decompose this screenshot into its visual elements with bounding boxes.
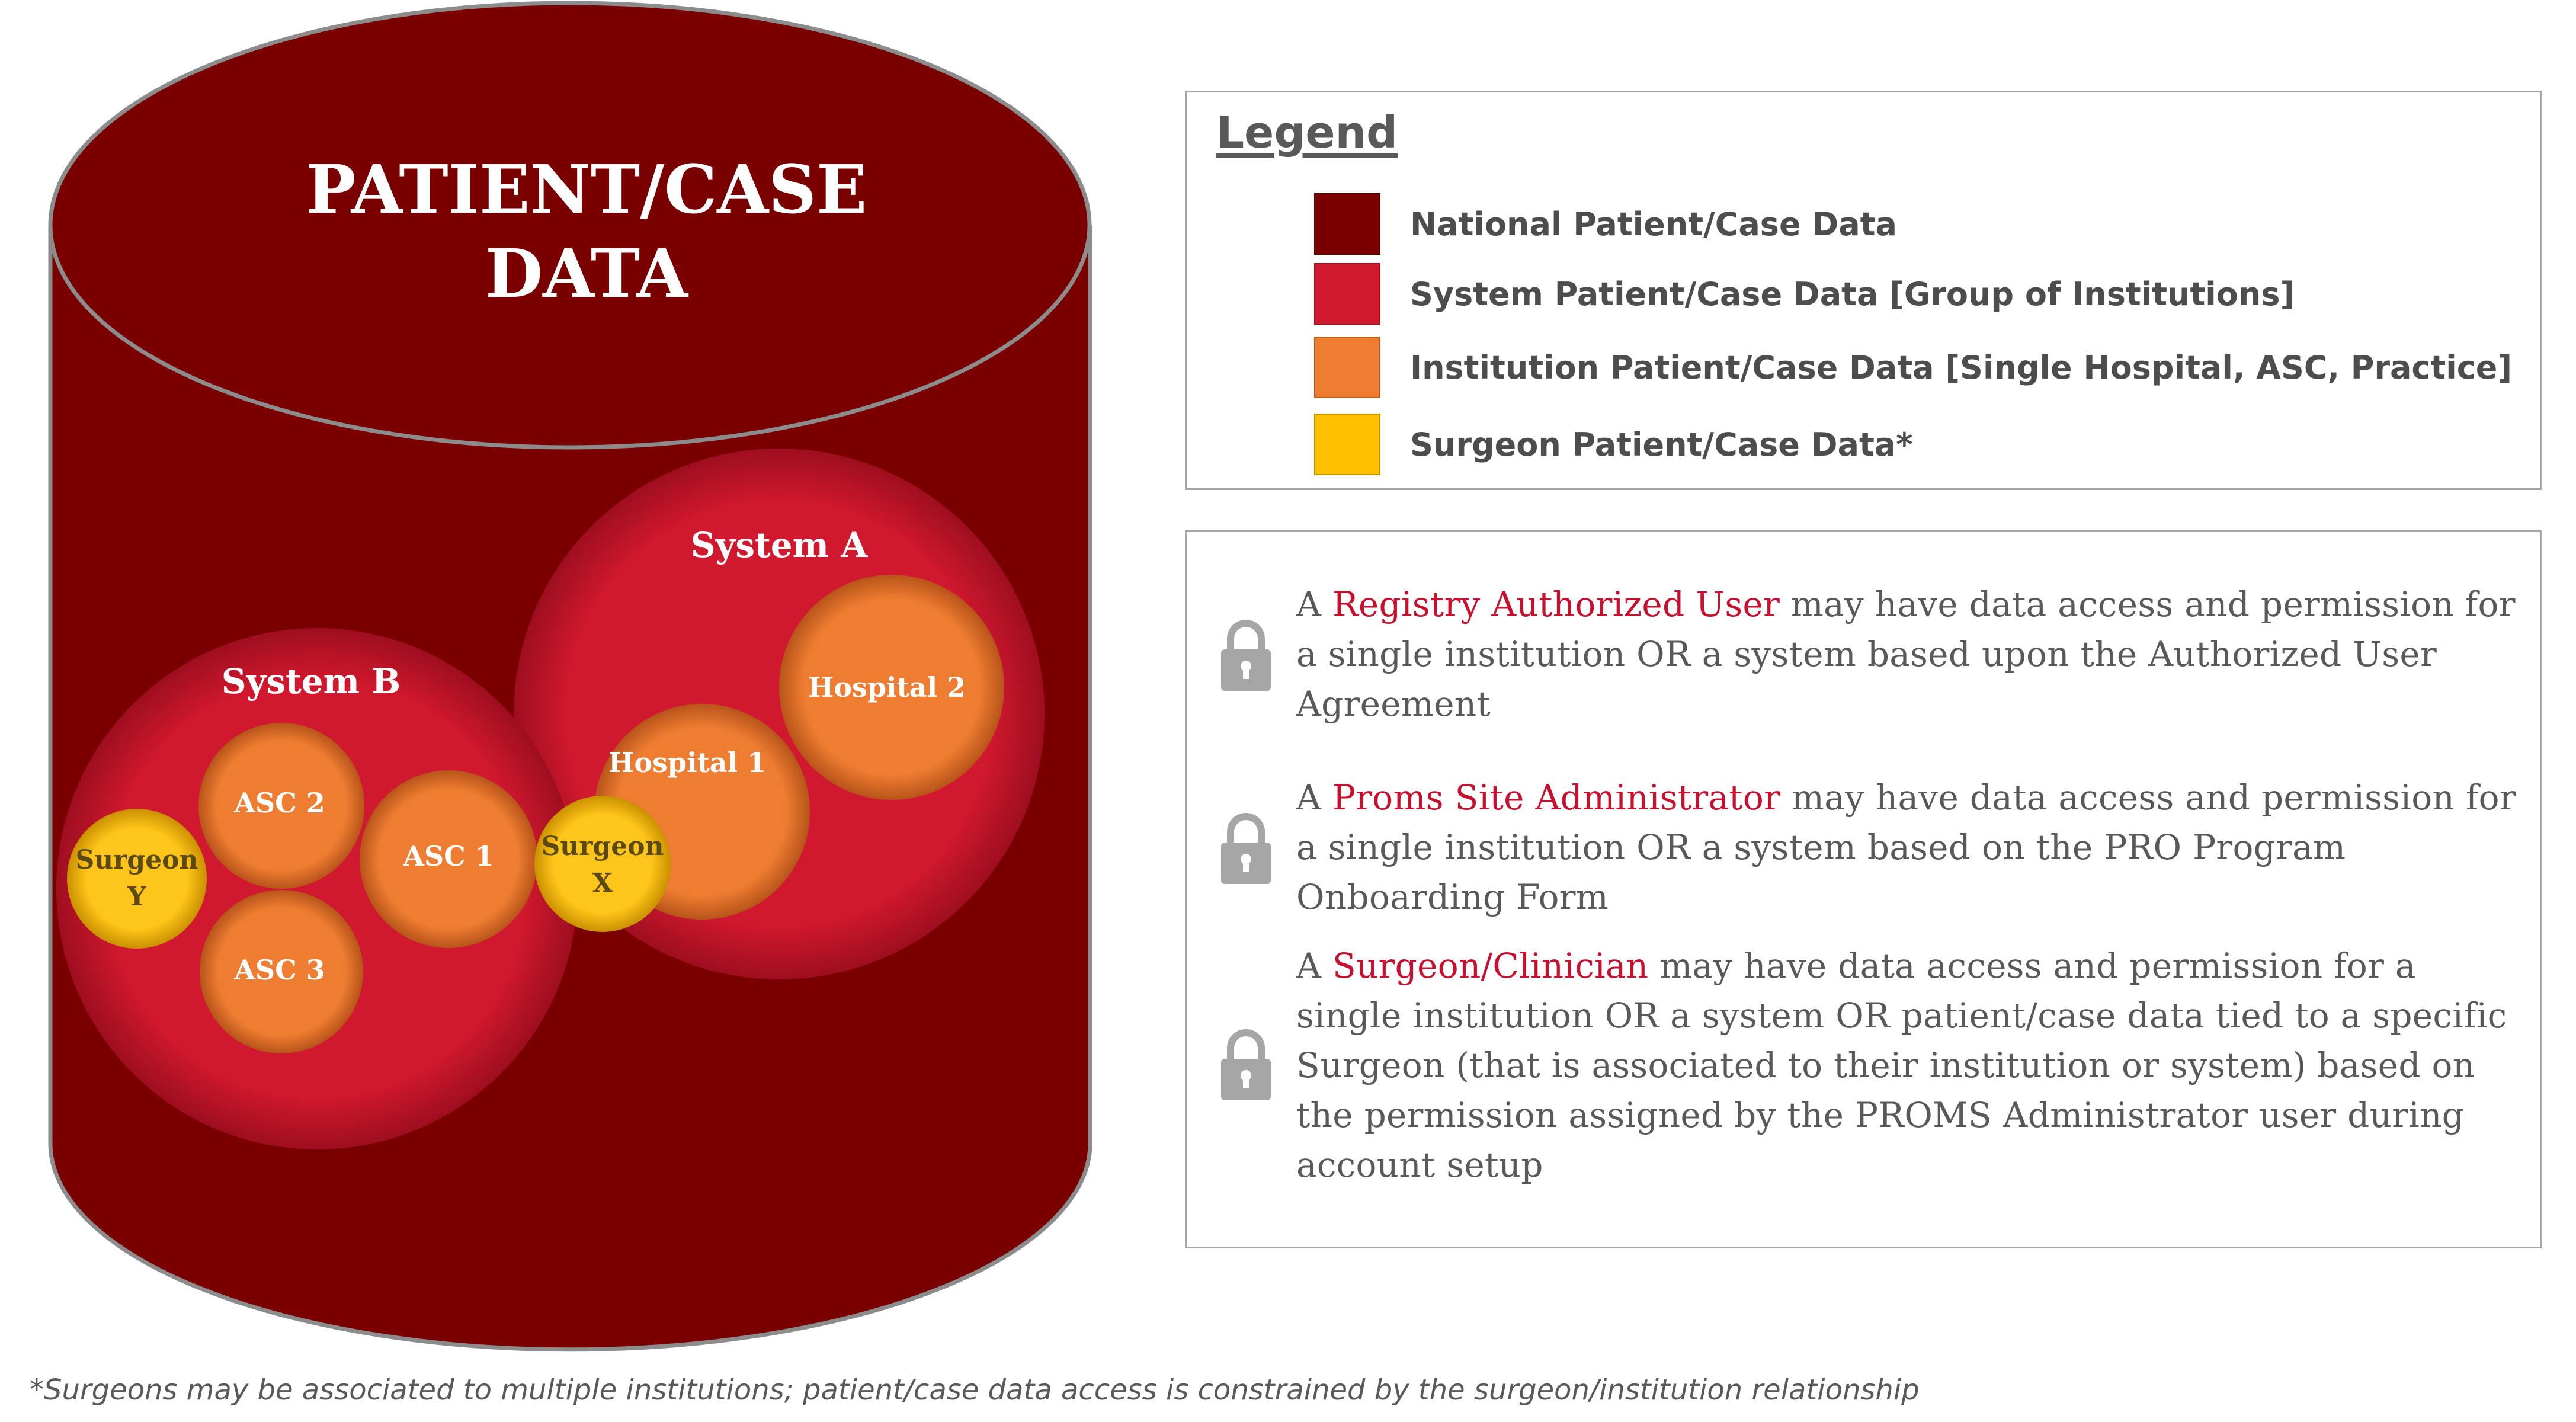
legend-label-national: National Patient/Case Data — [1410, 205, 1897, 243]
legend-label-institution: Institution Patient/Case Data [Single Ho… — [1410, 348, 2513, 386]
legend-swatch-institution — [1314, 337, 1380, 398]
permission-text: A Registry Authorized User may have data… — [1296, 579, 2526, 729]
hospital-2-circle — [779, 575, 1004, 800]
legend-item-surgeon: Surgeon Patient/Case Data* — [1314, 414, 1912, 475]
surgeon-x-label: Surgeon X — [541, 828, 664, 902]
footnote: *Surgeons may be associated to multiple … — [30, 1373, 1920, 1407]
database-title: PATIENT/CASE DATA — [196, 148, 978, 316]
lock-icon — [1221, 813, 1271, 884]
legend-swatch-system — [1314, 263, 1380, 325]
hospital-1-label: Hospital 1 — [608, 747, 767, 779]
permission-description: may have data access and permission for … — [1296, 946, 2507, 1185]
asc-2-label: ASC 2 — [234, 787, 325, 819]
role-registry-authorized-user: Registry Authorized User — [1332, 584, 1780, 624]
surgeon-x-label-line-1: Surgeon — [541, 831, 664, 861]
surgeon-y-label: Surgeon Y — [75, 842, 198, 915]
lock-icon — [1221, 1029, 1271, 1100]
surgeon-y-label-line-1: Surgeon — [75, 845, 198, 875]
asc-1-label: ASC 1 — [403, 840, 494, 872]
system-b-circle — [56, 628, 578, 1149]
asc-2-circle — [198, 723, 364, 889]
permission-prefix: A — [1296, 777, 1332, 818]
legend-item-system: System Patient/Case Data [Group of Insti… — [1314, 263, 2295, 325]
role-surgeon-clinician: Surgeon/Clinician — [1332, 946, 1649, 986]
legend-swatch-surgeon — [1314, 414, 1380, 475]
permission-text: A Surgeon/Clinician may have data access… — [1296, 941, 2526, 1190]
system-b-label: System B — [221, 661, 401, 702]
surgeon-y-circle — [67, 809, 207, 949]
permission-prefix: A — [1296, 946, 1332, 986]
patient-case-data-diagram — [48, 1, 1092, 1352]
asc-3-label: ASC 3 — [234, 954, 325, 986]
hospital-2-label: Hospital 2 — [808, 671, 966, 703]
permissions-box: A Registry Authorized User may have data… — [1185, 530, 2542, 1248]
legend-box: Legend National Patient/Case Data System… — [1185, 91, 2542, 490]
permission-prefix: A — [1296, 584, 1332, 624]
legend-swatch-national — [1314, 193, 1380, 255]
surgeon-y-label-line-2: Y — [127, 882, 146, 912]
legend-label-system: System Patient/Case Data [Group of Insti… — [1410, 275, 2295, 313]
asc-3-circle — [200, 890, 363, 1053]
permission-description: may have data access and permission for … — [1296, 584, 2516, 724]
asc-1-circle — [360, 770, 537, 948]
database-title-line-2: DATA — [485, 235, 688, 313]
surgeon-x-label-line-2: X — [592, 868, 613, 898]
role-proms-site-administrator: Proms Site Administrator — [1332, 777, 1781, 818]
lock-icon — [1221, 620, 1271, 691]
cylinder-top — [48, 1, 1092, 450]
legend-item-institution: Institution Patient/Case Data [Single Ho… — [1314, 337, 2512, 398]
system-a-label: System A — [690, 525, 868, 565]
permission-description: may have data access and permission for … — [1296, 777, 2516, 917]
legend-item-national: National Patient/Case Data — [1314, 193, 1897, 255]
legend-title: Legend — [1216, 107, 1398, 158]
legend-label-surgeon: Surgeon Patient/Case Data* — [1410, 425, 1913, 463]
surgeon-x-circle — [534, 796, 671, 932]
database-title-line-1: PATIENT/CASE — [306, 151, 867, 229]
permission-text: A Proms Site Administrator may have data… — [1296, 773, 2526, 922]
